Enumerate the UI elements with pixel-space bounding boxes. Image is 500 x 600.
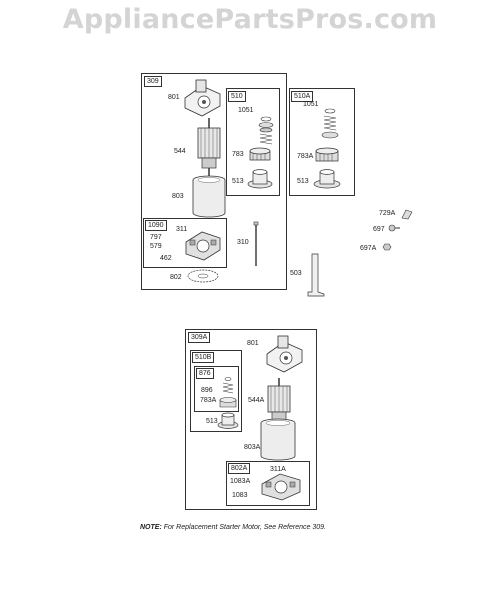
label-1051-510A: 1051 (303, 101, 319, 108)
box-1090 (143, 218, 227, 268)
label-513-lower: 513 (206, 418, 218, 425)
spring-1051-510A (321, 108, 339, 139)
brush-plate-311A (261, 473, 301, 501)
drive-assembly-513 (247, 169, 273, 189)
label-513: 513 (232, 178, 244, 185)
through-bolt-310 (253, 221, 259, 266)
drive-assembly-513-510A (313, 169, 341, 189)
nut-697A (382, 243, 392, 251)
spring-1051 (258, 116, 274, 145)
box-309 (141, 73, 287, 290)
armature-544 (197, 118, 221, 176)
label-783A-lower: 783A (200, 397, 217, 404)
footnote-text: For Replacement Starter Motor, See Refer… (161, 524, 326, 531)
housing-803A (260, 418, 296, 461)
label-311A: 311A (270, 466, 286, 473)
label-311: 311 (176, 226, 188, 233)
watermark: AppliancePartsPros.com (62, 4, 438, 35)
label-544A: 544A (248, 397, 265, 404)
label-783: 783 (232, 151, 244, 158)
box-label-309A: 309A (188, 332, 211, 343)
box-label-510: 510 (228, 91, 246, 102)
box-510B (190, 350, 242, 432)
label-579: 579 (150, 243, 162, 250)
box-309A (185, 329, 317, 510)
footnote: NOTE: For Replacement Starter Motor, See… (140, 524, 326, 531)
label-503: 503 (290, 270, 302, 277)
box-label-510B: 510B (192, 352, 215, 363)
label-697A: 697A (360, 245, 377, 252)
label-1051: 1051 (238, 107, 254, 114)
screw-697 (388, 224, 400, 232)
spring-896 (222, 377, 234, 394)
pinion-gear-783 (249, 147, 271, 161)
box-510A (289, 88, 355, 196)
drive-end-cap-801-lower (266, 335, 303, 373)
box-510 (226, 88, 280, 196)
label-1083: 1083 (232, 492, 248, 499)
box-label-1090: 1090 (145, 220, 167, 231)
label-513-510A: 513 (297, 178, 309, 185)
label-729A: 729A (379, 210, 396, 217)
box-label-510A: 510A (291, 91, 314, 102)
footnote-prefix: NOTE: (140, 524, 162, 531)
label-896: 896 (201, 387, 213, 394)
label-462: 462 (160, 255, 172, 262)
box-label-802A: 802A (228, 463, 251, 474)
label-802: 802 (170, 274, 182, 281)
gasket-802 (187, 269, 219, 283)
drive-end-cap-801 (184, 79, 221, 117)
armature-544A (267, 378, 291, 428)
label-783A: 783A (297, 153, 314, 160)
label-797: 797 (150, 234, 162, 241)
label-803A: 803A (244, 444, 261, 451)
label-697: 697 (373, 226, 385, 233)
box-label-876: 876 (196, 368, 214, 379)
pinion-gear-783A-lower (219, 397, 237, 408)
bracket-503 (307, 253, 325, 297)
pinion-gear-783A (315, 147, 339, 162)
label-803: 803 (172, 193, 184, 200)
box-802A (226, 461, 310, 506)
label-801-lower: 801 (247, 340, 259, 347)
label-310: 310 (237, 239, 249, 246)
housing-803 (192, 175, 226, 218)
label-544: 544 (174, 148, 186, 155)
drive-assembly-513-lower (217, 412, 239, 429)
box-876 (194, 366, 239, 412)
label-1083A: 1083A (230, 478, 251, 485)
label-801: 801 (168, 94, 180, 101)
brush-plate-311 (185, 231, 221, 261)
clip-729A (401, 209, 413, 220)
box-label-309: 309 (144, 76, 162, 87)
